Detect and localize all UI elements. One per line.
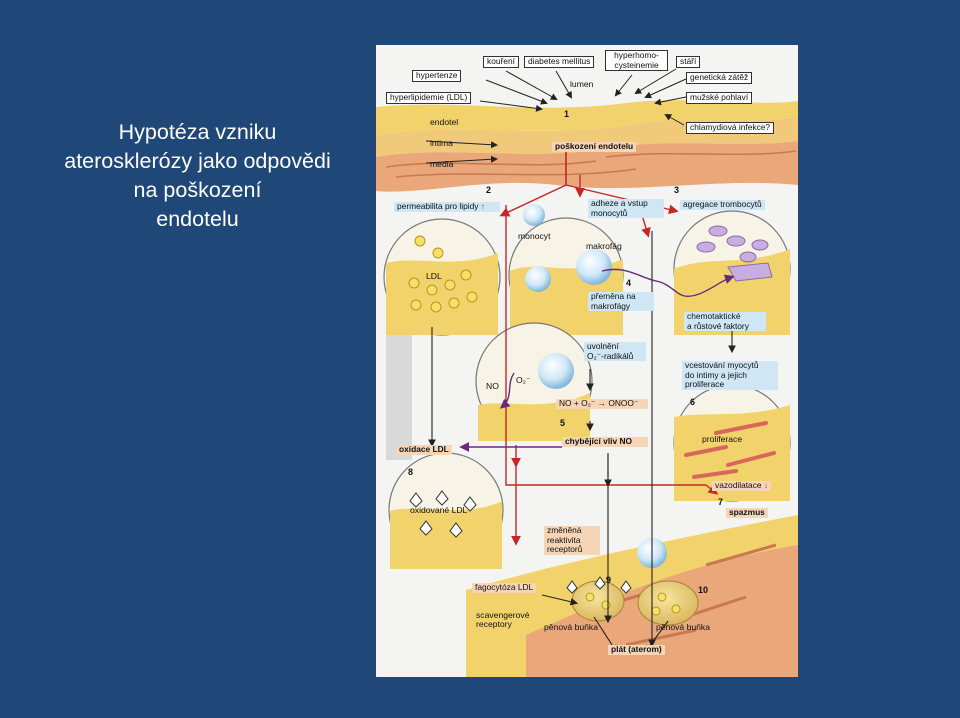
slide-title: Hypotéza vzniku aterosklerózy jako odpov… bbox=[40, 118, 355, 234]
box-permeabilita: permeabilita pro lipidy ↑ bbox=[394, 201, 500, 212]
box-reakce: NO + O₂⁻ → ONOO⁻ bbox=[556, 398, 648, 409]
vazodilatace-text: vazodilatace bbox=[715, 480, 762, 490]
label-lumen: lumen bbox=[570, 79, 594, 89]
label-monocyt: monocyt bbox=[518, 231, 551, 241]
uvolneni-line-2: O₂⁻-radikálů bbox=[587, 350, 634, 361]
chemotakticke-line-2: a růstové faktory bbox=[687, 320, 749, 331]
step-number-5: 5 bbox=[560, 418, 566, 428]
vessel-wall-top bbox=[376, 100, 798, 192]
risk-hyperhomo-line-1: hyperhomo- bbox=[614, 50, 659, 60]
box-spazmus: spazmus bbox=[726, 507, 768, 518]
vcestovani-line-3: proliferace bbox=[685, 379, 725, 389]
risk-koureni: kouření bbox=[483, 56, 519, 68]
circle-lipid bbox=[383, 218, 501, 336]
permeabilita-text: permeabilita pro lipidy bbox=[397, 201, 479, 211]
red-arrows bbox=[499, 145, 719, 546]
risk-muzske-pohlavi: mužské pohlaví bbox=[686, 92, 753, 104]
label-oxidovane-ldl: oxidované LDL bbox=[410, 505, 468, 515]
step-number-6: 6 bbox=[690, 397, 696, 407]
zmenena-line-2: reaktivita bbox=[547, 534, 581, 545]
step-number-3: 3 bbox=[674, 185, 680, 195]
title-line-2: aterosklerózy jako odpovědi bbox=[64, 149, 331, 173]
box-premena: přeměna na makrofágy bbox=[588, 291, 654, 311]
box-oxidace-ldl: oxidace LDL bbox=[396, 444, 452, 455]
purple-arrows bbox=[459, 268, 735, 452]
box-zmenena-reaktivita: změněná reaktivita receptorů bbox=[544, 525, 600, 555]
step-number-7: 7 bbox=[718, 497, 724, 507]
label-no: NO bbox=[486, 381, 499, 391]
label-scavenger-1: scavengerové bbox=[476, 610, 530, 620]
step-number-2: 2 bbox=[486, 185, 492, 195]
premena-line-2: makrofágy bbox=[591, 300, 631, 311]
uvolneni-line-1: uvolnění bbox=[587, 341, 619, 351]
step-number-4: 4 bbox=[626, 278, 632, 288]
step-number-10: 10 bbox=[698, 585, 709, 595]
title-line-4: endotelu bbox=[156, 207, 239, 231]
label-intima: intima bbox=[430, 138, 453, 148]
zmenena-line-3: receptorů bbox=[547, 544, 583, 554]
box-chemotakticke: chemotaktické a růstové faktory bbox=[684, 311, 766, 331]
chemotakticke-line-1: chemotaktické bbox=[687, 311, 741, 321]
adheze-line-1: adheze a vstup bbox=[591, 198, 648, 208]
title-line-1: Hypotéza vzniku bbox=[118, 120, 277, 144]
label-o2-radical: O₂⁻ bbox=[516, 375, 531, 385]
circle-proliferation bbox=[673, 384, 791, 502]
label-ldl: LDL bbox=[426, 271, 442, 281]
box-uvolneni: uvolnění O₂⁻-radikálů bbox=[584, 341, 646, 361]
risk-geneticka-zatez: genetická zátěž bbox=[686, 72, 753, 84]
box-fagocytoza: fagocytóza LDL bbox=[472, 582, 537, 593]
label-proliferace: proliferace bbox=[702, 434, 743, 444]
risk-hyperhomo-line-2: cysteinemie bbox=[614, 59, 659, 70]
label-penova-bunka-2: pěnová buňka bbox=[656, 622, 710, 632]
arrow-up-icon: ↑ bbox=[480, 201, 485, 211]
atherosclerosis-diagram: hypertenze kouření diabetes mellitus hyp… bbox=[376, 45, 798, 677]
box-plat-aterom: plát (aterom) bbox=[608, 644, 665, 655]
vcestovani-line-1: vcestování myocytů bbox=[685, 360, 759, 370]
step-number-1: 1 bbox=[564, 109, 570, 119]
box-vazodilatace: vazodilatace ↓ bbox=[712, 480, 772, 491]
risk-hyperhomocysteinemie: hyperhomo- cysteinemie bbox=[605, 50, 668, 71]
circle-monocyte bbox=[508, 204, 624, 335]
risk-arrows bbox=[425, 68, 687, 164]
circle-oxidation bbox=[388, 452, 504, 569]
label-penova-bunka-1: pěnová buňka bbox=[544, 622, 598, 632]
label-media: media bbox=[430, 159, 454, 169]
box-agregace: agregace trombocytů bbox=[680, 199, 765, 210]
title-line-3: na poškození bbox=[133, 178, 262, 202]
box-adheze: adheze a vstup monocytů bbox=[588, 198, 664, 218]
label-scavenger-2: receptory bbox=[476, 619, 512, 629]
vcestovani-line-2: do intimy a jejich bbox=[685, 369, 747, 380]
box-chybejici-no: chybějící vliv NO bbox=[562, 436, 648, 447]
arrow-down-icon: ↓ bbox=[763, 480, 769, 490]
adheze-line-2: monocytů bbox=[591, 207, 628, 218]
step-number-8: 8 bbox=[408, 467, 414, 477]
label-makrofag: makrofág bbox=[586, 241, 622, 251]
zmenena-line-1: změněná bbox=[547, 525, 582, 535]
box-poskozeni-endotelu: poškození endotelu bbox=[552, 141, 637, 152]
step-number-9: 9 bbox=[606, 575, 612, 585]
box-vcestovani: vcestování myocytů do intimy a jejich pr… bbox=[682, 360, 778, 390]
risk-hyperlipidemie: hyperlipidemie (LDL) bbox=[386, 92, 472, 104]
risk-chlamydiova-infekce: chlamydiová infekce? bbox=[686, 122, 775, 134]
risk-diabetes: diabetes mellitus bbox=[524, 56, 595, 68]
risk-hypertenze: hypertenze bbox=[412, 70, 462, 82]
premena-line-1: přeměna na bbox=[591, 291, 636, 301]
label-endotel: endotel bbox=[430, 117, 459, 127]
diagram-artwork bbox=[376, 68, 798, 677]
risk-stari: stáří bbox=[676, 56, 701, 68]
